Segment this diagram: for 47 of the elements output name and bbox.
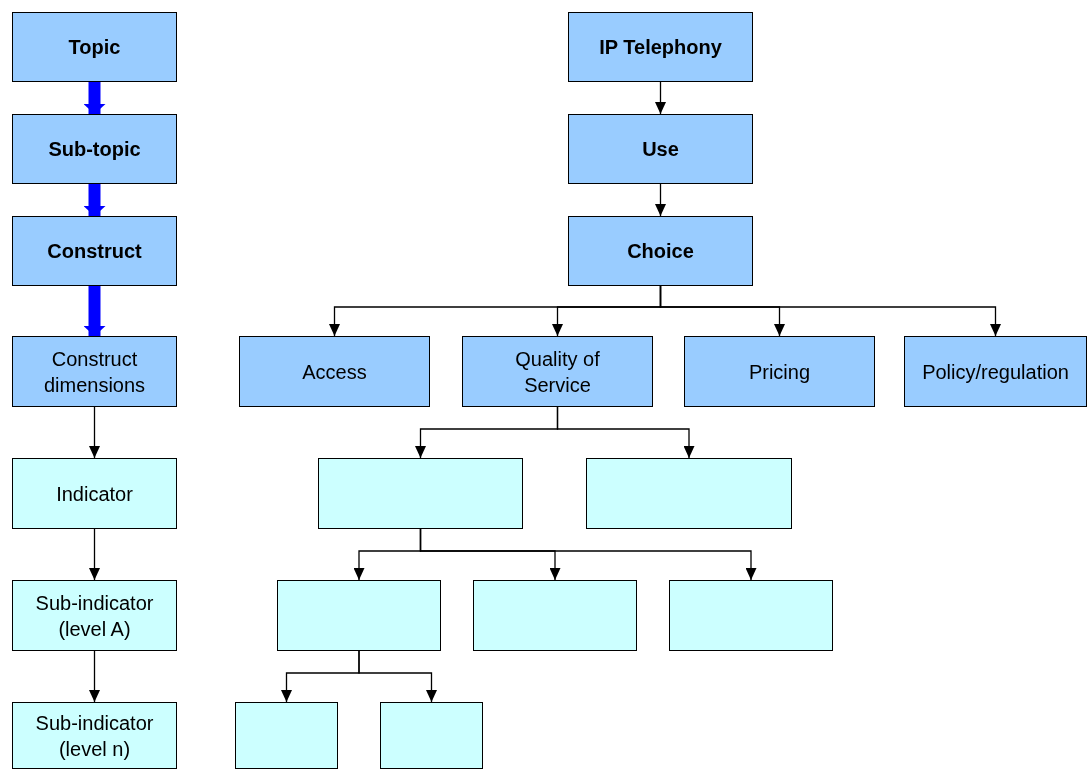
process-box xyxy=(568,114,753,184)
node-label: Sub-topic xyxy=(47,137,142,162)
arrow xyxy=(89,528,100,581)
process-box xyxy=(568,12,753,82)
node-label: Quality of Service xyxy=(514,346,601,398)
process-box xyxy=(12,458,177,529)
process-box xyxy=(380,702,483,769)
arrow xyxy=(659,285,1001,337)
arrow xyxy=(83,184,106,216)
process-box xyxy=(318,458,523,529)
node-label: Policy/regulation xyxy=(921,359,1070,385)
arrow xyxy=(89,650,100,703)
process-box xyxy=(12,580,177,651)
node-label: Pricing xyxy=(747,359,812,385)
node-label: Sub-indicator (level n) xyxy=(34,710,155,762)
node-label: Indicator xyxy=(55,481,134,507)
arrow xyxy=(655,81,666,115)
arrow xyxy=(358,650,437,703)
process-box xyxy=(462,336,653,407)
node-label: Sub-indicator (level A) xyxy=(34,590,155,642)
arrow xyxy=(655,183,666,217)
process-box xyxy=(235,702,338,769)
node-label: Use xyxy=(641,137,680,162)
arrow xyxy=(83,82,106,114)
process-box xyxy=(473,580,637,651)
node-label: Construct dimensions xyxy=(42,346,147,398)
process-box xyxy=(277,580,441,651)
node-label: Access xyxy=(301,359,368,385)
arrow xyxy=(83,286,106,336)
process-box xyxy=(568,216,753,286)
node-label: IP Telephony xyxy=(598,35,723,60)
process-box xyxy=(12,12,177,82)
process-box xyxy=(12,336,177,407)
process-box xyxy=(12,216,177,286)
node-label: Choice xyxy=(626,239,695,264)
process-box xyxy=(684,336,875,407)
node-label: Topic xyxy=(67,35,122,60)
arrow xyxy=(556,406,695,459)
process-box xyxy=(12,702,177,769)
process-box xyxy=(669,580,833,651)
arrow xyxy=(89,406,100,459)
node-label: Construct xyxy=(46,239,143,264)
process-box xyxy=(904,336,1087,407)
process-box xyxy=(586,458,792,529)
process-box xyxy=(239,336,430,407)
arrow xyxy=(419,528,757,581)
process-box xyxy=(12,114,177,184)
